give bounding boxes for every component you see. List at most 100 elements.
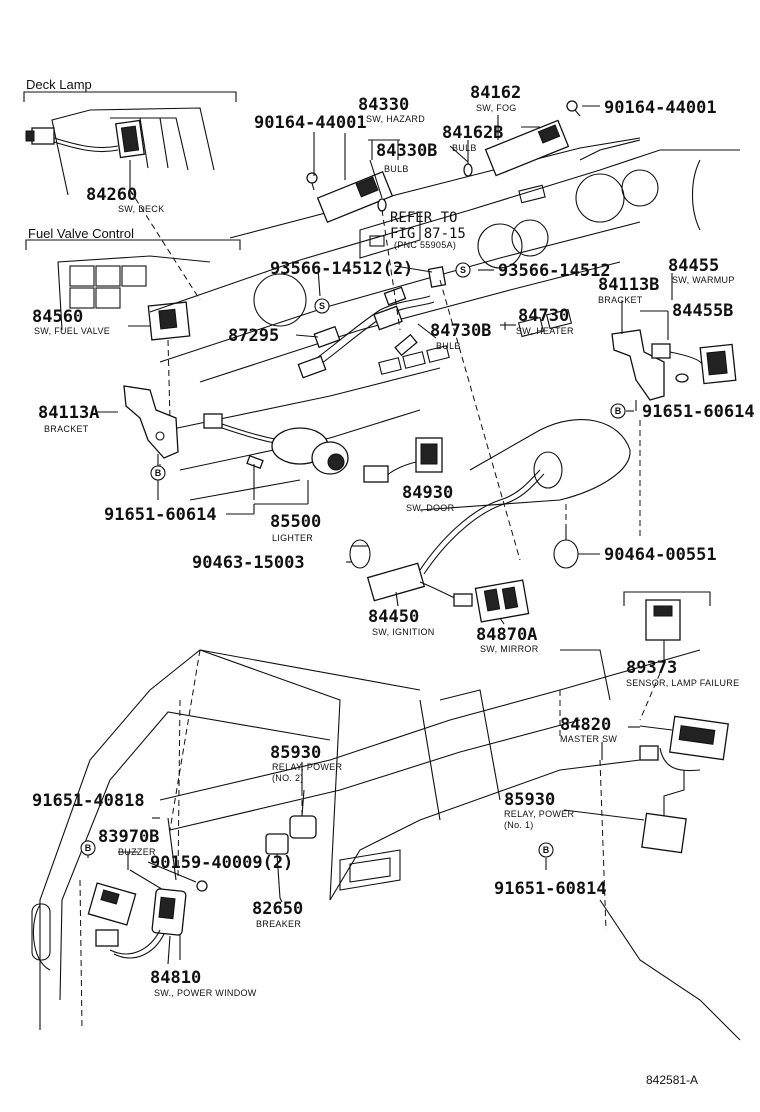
- part-caption: BREAKER: [256, 919, 301, 929]
- fuel-valve-inset: Fuel Valve Control: [25, 226, 241, 341]
- relay-power-no2: [289, 789, 317, 839]
- part-number: 91651-60614: [642, 402, 755, 422]
- ignition-switch: [366, 469, 545, 605]
- part-number: 84730B: [430, 321, 491, 341]
- svg-text:S: S: [460, 265, 466, 275]
- symbol-b-bracket-left: B: [150, 465, 166, 481]
- refer-line-3: (PNC 55905A): [394, 240, 456, 250]
- lighter-ignition: [203, 413, 349, 500]
- callout-91651-60814: 91651-60814: [494, 879, 607, 899]
- breaker: [265, 833, 289, 899]
- part-caption: BUZZER: [118, 847, 156, 857]
- svg-text:B: B: [85, 843, 92, 853]
- leader-lines: [87, 105, 673, 965]
- part-caption: SW, FOG: [476, 103, 517, 113]
- part-number: 91651-40818: [32, 791, 145, 811]
- symbol-b-bracket-right: B: [610, 403, 626, 419]
- bracket-84113a: [123, 385, 179, 459]
- part-number: 85930: [270, 743, 321, 763]
- part-number: 89373: [626, 658, 677, 678]
- refer-note: REFER TO FIG 87-15 (PNC 55905A): [390, 210, 466, 250]
- svg-text:B: B: [543, 845, 550, 855]
- part-number: 90164-44001: [254, 113, 367, 133]
- callout-87295: 87295: [228, 326, 279, 346]
- part-number: 90464-00551: [604, 545, 717, 565]
- fog-bulb: [463, 163, 473, 177]
- figure-code: 842581-A: [646, 1073, 698, 1087]
- refer-placeholder: [359, 211, 421, 259]
- part-number: 91651-60614: [104, 505, 217, 525]
- hazard-bulb: [377, 198, 387, 212]
- part-caption: SW, FUEL VALVE: [34, 326, 110, 336]
- part-caption: SW., POWER WINDOW: [154, 988, 257, 998]
- screw-90164-left: [306, 172, 318, 191]
- part-caption: BULB: [436, 341, 461, 351]
- fog-switch: [484, 119, 570, 177]
- door-switch: [363, 437, 443, 483]
- part-number: 84930: [402, 483, 453, 503]
- part-number: 84870A: [476, 625, 537, 645]
- relay-power-no1: [641, 770, 687, 854]
- part-caption: BRACKET: [44, 424, 89, 434]
- part-number: 87295: [228, 326, 279, 346]
- part-number: 90463-15003: [192, 553, 305, 573]
- clamp-90464: [553, 526, 579, 569]
- part-number: 84113B: [598, 275, 659, 295]
- svg-text:B: B: [155, 468, 162, 478]
- part-caption: BULB: [452, 143, 477, 153]
- part-caption: RELAY, POWER: [272, 762, 342, 772]
- part-caption: BRACKET: [598, 295, 643, 305]
- part-number: 84162B: [442, 123, 503, 143]
- callout-90463-15003: 90463-15003: [192, 553, 305, 573]
- part-number: 90164-44001: [604, 98, 717, 118]
- part-caption: SW, MIRROR: [480, 644, 539, 654]
- part-number: 85930: [504, 790, 555, 810]
- callout-90164-44001-left: 90164-44001: [254, 113, 367, 133]
- part-number: 84113A: [38, 403, 99, 423]
- part-number: 83970B: [98, 827, 159, 847]
- symbol-s-left: S: [314, 298, 330, 314]
- part-number: 91651-60814: [494, 879, 607, 899]
- heater-switch-harness: [297, 266, 447, 379]
- sensor-lamp-failure: [623, 591, 711, 660]
- refer-line-2: FIG 87-15: [390, 226, 466, 242]
- callout-90164-44001-right: 90164-44001: [604, 98, 717, 118]
- clamp-90463: [349, 539, 371, 569]
- part-note: (No. 1): [504, 820, 534, 830]
- callout-93566-14512: 93566-14512: [498, 261, 611, 281]
- callout-93566-14512-2: 93566-14512(2): [270, 259, 413, 279]
- part-number: 85500: [270, 512, 321, 532]
- part-caption: SW, DOOR: [406, 503, 455, 513]
- part-number: 84455B: [672, 301, 733, 321]
- callout-84455B: 84455B: [672, 301, 733, 321]
- symbol-b-buzzer: B: [80, 840, 96, 856]
- callout-91651-60614-right: 91651-60614: [642, 402, 755, 422]
- part-caption: SW, HAZARD: [366, 114, 425, 124]
- part-number: 84455: [668, 256, 719, 276]
- svg-text:S: S: [319, 301, 325, 311]
- part-number: 93566-14512(2): [270, 259, 413, 279]
- part-number: 84560: [32, 307, 83, 327]
- buzzer: [87, 882, 137, 926]
- svg-text:B: B: [615, 406, 622, 416]
- lower-door-panel: [31, 649, 741, 1041]
- fuel-valve-heading: Fuel Valve Control: [28, 226, 134, 241]
- screw-90164-right: [566, 100, 581, 117]
- symbol-b-relay: B: [538, 842, 554, 858]
- part-caption: RELAY, POWER: [504, 809, 574, 819]
- part-number: 84330: [358, 95, 409, 115]
